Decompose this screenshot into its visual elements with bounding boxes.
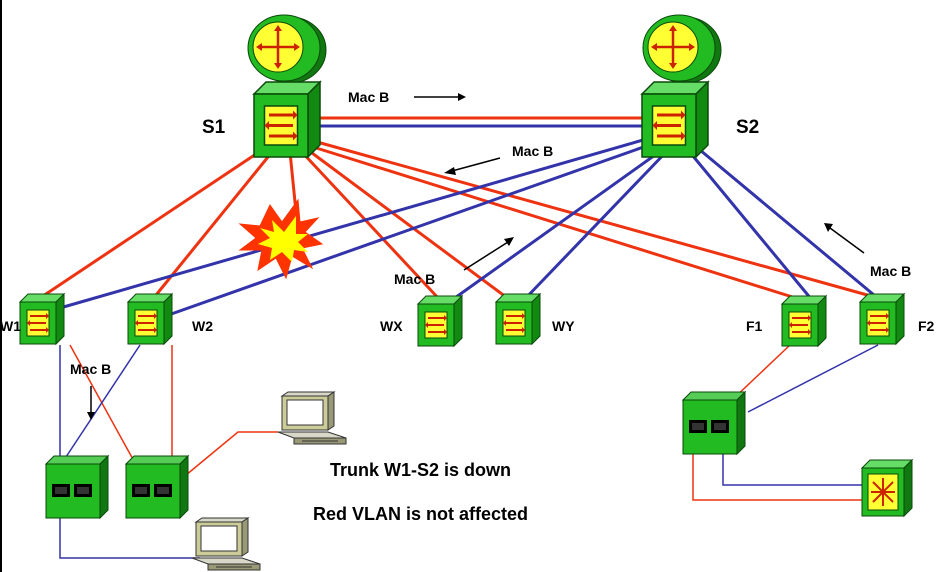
switch-w1 xyxy=(19,293,65,345)
mac-label-upper-mid: Mac B xyxy=(512,143,553,159)
server-icon xyxy=(860,458,914,518)
label-f1: F1 xyxy=(746,318,763,334)
note-trunk-down: Trunk W1-S2 is down xyxy=(330,460,511,480)
label-w1: W1 xyxy=(0,318,21,334)
switch-f1 xyxy=(781,295,827,347)
switch-f2 xyxy=(859,293,905,345)
mac-label-left: Mac B xyxy=(70,361,111,377)
mac-arrows xyxy=(87,93,865,420)
mac-label-top: Mac B xyxy=(348,89,389,105)
switch-w2 xyxy=(127,293,173,345)
label-s1: S1 xyxy=(202,117,226,138)
note-red-vlan: Red VLAN is not affected xyxy=(313,504,528,524)
label-f2: F2 xyxy=(918,318,935,334)
blue-vlan-links xyxy=(59,136,881,320)
pc-bottom xyxy=(191,517,261,571)
switch-wy xyxy=(495,293,541,345)
switch-s2 xyxy=(640,80,710,159)
label-wx: WX xyxy=(380,318,403,334)
failure-burst-icon xyxy=(238,198,324,280)
pc-top xyxy=(277,391,347,445)
label-wy: WY xyxy=(552,318,575,334)
switch-wx xyxy=(417,295,463,347)
mac-label-right: Mac B xyxy=(870,263,911,279)
label-s2: S2 xyxy=(736,117,759,138)
hub-w1 xyxy=(45,455,109,519)
router-s2 xyxy=(641,13,723,85)
label-w2: W2 xyxy=(192,318,213,334)
red-vlan-links xyxy=(39,138,879,302)
hub-w2 xyxy=(125,455,189,519)
hub-f xyxy=(682,391,746,455)
access-links xyxy=(59,344,879,559)
router-s1 xyxy=(246,13,328,85)
mac-label-center: Mac B xyxy=(394,271,435,287)
switch-s1 xyxy=(252,80,322,159)
core-trunks xyxy=(310,116,642,128)
